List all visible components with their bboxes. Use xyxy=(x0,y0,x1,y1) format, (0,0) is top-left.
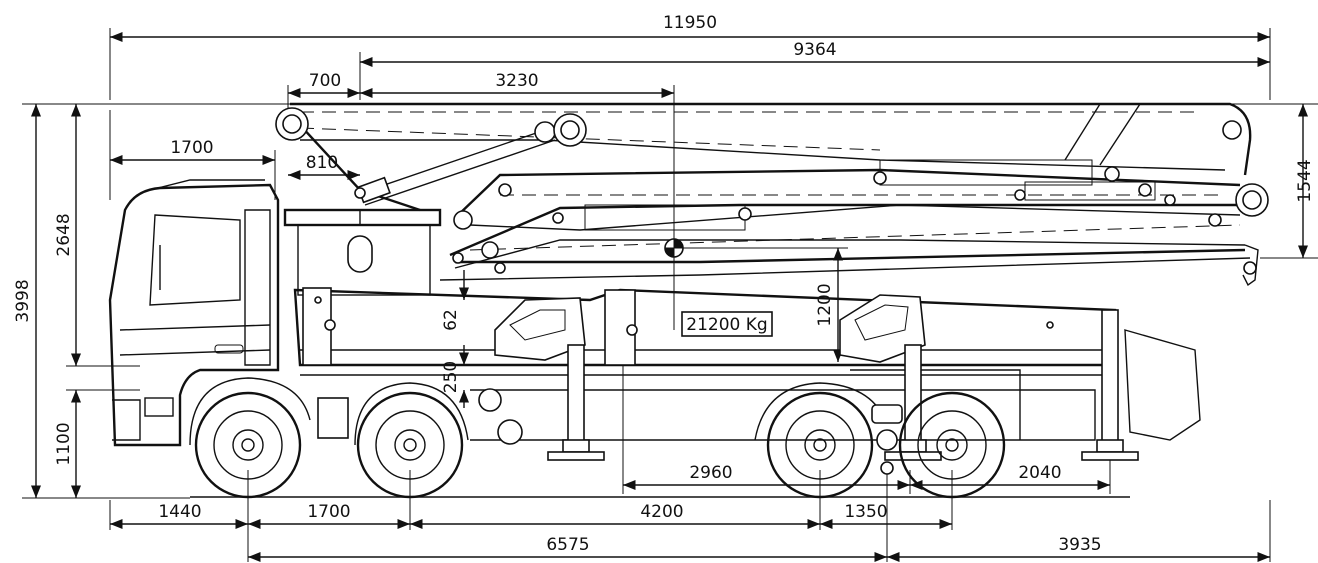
wheels xyxy=(189,377,1006,499)
dim-axle-spacing-3: 1350 xyxy=(844,502,887,522)
weight-callout: 21200 Kg xyxy=(681,311,773,337)
dim-outrigger-span-rear: 2040 xyxy=(1018,463,1061,483)
dim-boom-reach: 9364 xyxy=(793,40,836,60)
dim-frame-height-a: 62 xyxy=(441,309,461,331)
dim-overall-length: 11950 xyxy=(663,13,717,33)
dim-cab-height: 2648 xyxy=(54,213,74,256)
dimension-labels: 11950 9364 700 3230 1700 810 3998 2648 1… xyxy=(13,13,1315,555)
dim-front-overhang: 1440 xyxy=(158,502,201,522)
dimension-lines xyxy=(22,28,1318,563)
dim-rear-overhang: 3935 xyxy=(1058,535,1101,555)
boom-assembly xyxy=(275,102,1269,287)
dim-axle-spacing-2: 4200 xyxy=(640,502,683,522)
dim-overall-height: 3998 xyxy=(13,279,33,322)
dim-frame-height-b: 250 xyxy=(441,361,461,393)
dim-outrigger-height: 1200 xyxy=(815,283,835,326)
dim-turret-offset: 810 xyxy=(306,153,338,173)
turret xyxy=(283,208,442,296)
truck-cab xyxy=(108,179,280,447)
weight-label: 21200 Kg xyxy=(686,315,767,335)
chassis xyxy=(293,287,1117,441)
dim-boom-fold-height: 1544 xyxy=(1295,159,1315,202)
dim-front-overhang-height: 1100 xyxy=(54,422,74,465)
dim-boom-offset: 700 xyxy=(309,71,341,91)
dim-cab-to-turret: 1700 xyxy=(170,138,213,158)
dim-axle-spacing-1: 1700 xyxy=(307,502,350,522)
dim-outrigger-span-front: 2960 xyxy=(689,463,732,483)
outrigger-legs xyxy=(547,309,1201,461)
dim-cab-to-rear-axle: 6575 xyxy=(546,535,589,555)
dim-boom-to-cog: 3230 xyxy=(495,71,538,91)
